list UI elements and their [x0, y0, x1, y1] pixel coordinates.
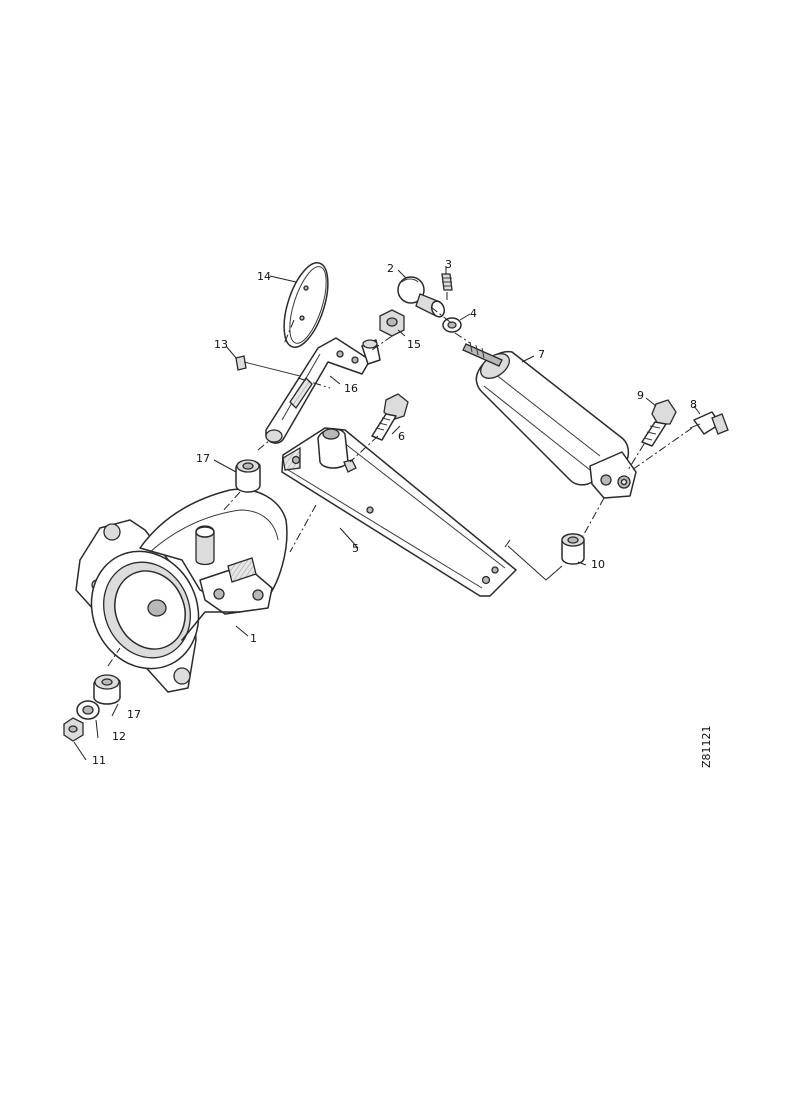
label-4: 4 [470, 307, 477, 320]
label-14: 14 [257, 270, 271, 283]
label-13: 13 [214, 338, 228, 351]
ball-joint [397, 276, 446, 318]
label-16: 16 [344, 382, 358, 395]
part-labels: 14 2 3 4 13 15 16 6 7 9 8 10 17 5 1 17 1… [92, 258, 697, 767]
assembly-centerlines [107, 292, 693, 667]
washer [442, 317, 462, 333]
support-bracket [281, 427, 517, 597]
callout-leaders [73, 266, 701, 761]
strut-cylinder [462, 341, 637, 499]
label-17-upper: 17 [196, 452, 210, 465]
label-2: 2 [387, 262, 394, 275]
label-11: 11 [92, 754, 106, 767]
label-12: 12 [112, 730, 126, 743]
lower-bushing [93, 674, 121, 705]
drawing-code: Z81121 [700, 725, 713, 768]
label-6: 6 [398, 430, 405, 443]
label-3: 3 [445, 258, 452, 271]
lower-nut [63, 717, 84, 742]
long-screw [235, 355, 301, 377]
label-5: 5 [352, 542, 359, 555]
label-7: 7 [538, 348, 545, 361]
label-10: 10 [591, 558, 605, 571]
label-9: 9 [637, 389, 644, 402]
label-8: 8 [690, 398, 697, 411]
round-disc [283, 262, 329, 348]
hex-bolt [343, 393, 409, 473]
nut [379, 309, 405, 337]
label-17-lower: 17 [127, 708, 141, 721]
label-15: 15 [407, 338, 421, 351]
upper-bushing [235, 459, 261, 493]
angle-fitting [689, 411, 729, 435]
lower-washer [76, 700, 100, 720]
label-1: 1 [250, 632, 257, 645]
small-screw [441, 273, 453, 291]
bushing [561, 533, 585, 565]
lever-arm [265, 337, 381, 444]
housing-casting [75, 488, 288, 693]
clevis-bolt [641, 399, 677, 447]
